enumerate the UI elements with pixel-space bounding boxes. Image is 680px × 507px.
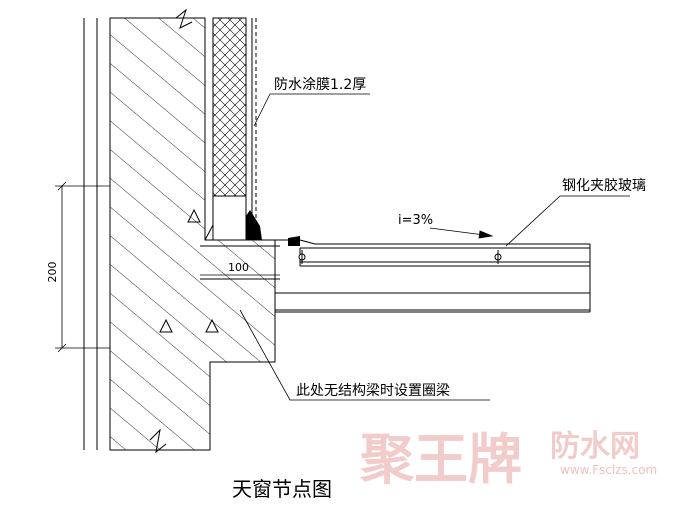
wall-outline — [83, 18, 111, 450]
sealant — [246, 210, 262, 240]
curb — [200, 196, 590, 362]
glass-label: 钢化夹胶玻璃 — [562, 177, 646, 194]
watermark-site: 防水网 — [550, 429, 640, 464]
waterproof-label: 防水涂膜1.2厚 — [274, 77, 366, 93]
rebar-markers — [159, 208, 219, 333]
height-dimension — [55, 181, 110, 353]
width-dimension-label: 100 — [228, 261, 249, 274]
sealant-joint — [288, 236, 300, 246]
slope-label: i=3% — [398, 213, 433, 228]
beam-note-label: 此处无结构梁时设置圈梁 — [296, 383, 450, 399]
insulation-layer — [212, 17, 247, 197]
drawing-title: 天窗节点图 — [232, 477, 332, 501]
break-marks — [149, 8, 193, 454]
watermark-url: www.Fsclzs.com — [560, 463, 657, 477]
height-dimension-label: 200 — [46, 262, 59, 283]
watermark-brand: 聚王牌 — [359, 428, 522, 491]
slope-arrow — [429, 227, 494, 239]
glass-frame — [262, 239, 591, 312]
glass-bolts — [298, 250, 502, 264]
leader-lines — [239, 93, 630, 401]
